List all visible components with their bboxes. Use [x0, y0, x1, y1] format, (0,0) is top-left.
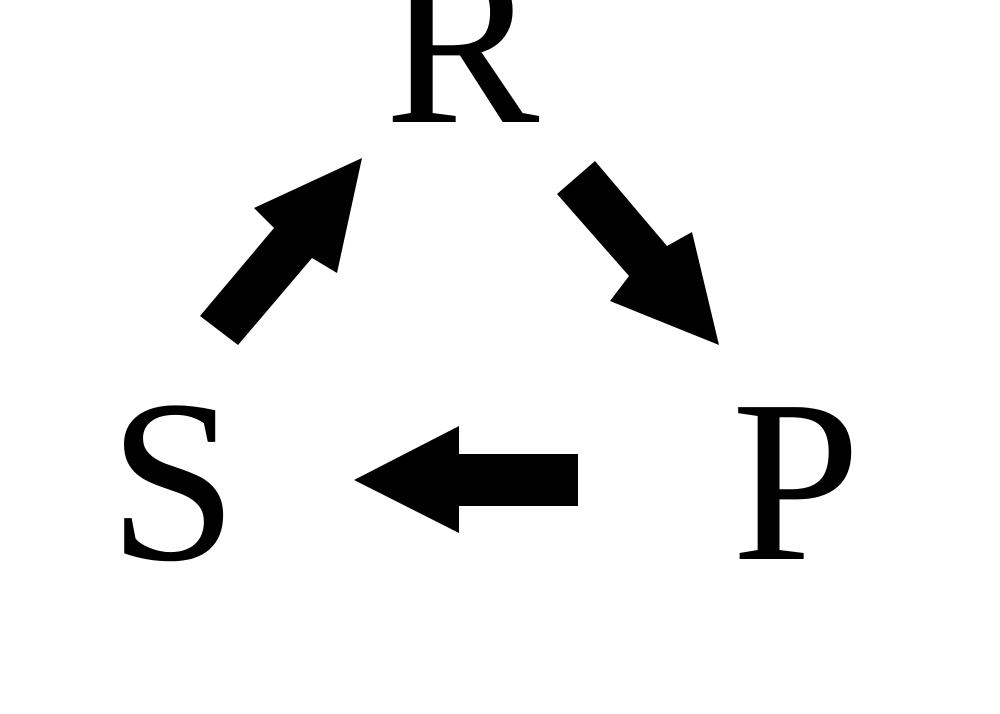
node-r-label: R	[385, 0, 540, 173]
arrow-s-to-r	[200, 158, 362, 345]
node-s-label: S	[108, 353, 237, 610]
node-p-label: P	[731, 353, 860, 610]
arrow-p-to-s	[354, 426, 578, 533]
arrow-r-to-p	[557, 161, 719, 345]
